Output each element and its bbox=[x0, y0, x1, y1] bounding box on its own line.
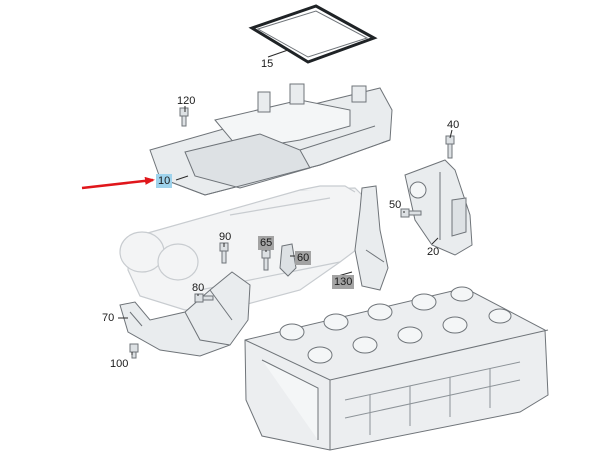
bolt-40 bbox=[445, 135, 455, 159]
callout-15: 15 bbox=[261, 58, 274, 70]
callout-60: 60 bbox=[295, 251, 312, 265]
cylinder-head bbox=[244, 286, 549, 451]
intake-manifold-ghost bbox=[119, 185, 381, 311]
callout-100: 100 bbox=[110, 358, 129, 370]
bolt-120 bbox=[179, 107, 189, 127]
callout-40: 40 bbox=[447, 119, 460, 131]
callout-90: 90 bbox=[219, 231, 232, 243]
bolt-80 bbox=[194, 293, 214, 303]
bolt-100 bbox=[129, 343, 139, 359]
callout-10: 10 bbox=[156, 174, 173, 188]
callout-65: 65 bbox=[258, 236, 275, 250]
callout-50: 50 bbox=[389, 199, 402, 211]
bolt-50 bbox=[400, 208, 422, 218]
red-arrow-icon bbox=[81, 176, 155, 190]
callout-20: 20 bbox=[427, 246, 440, 258]
clip-60 bbox=[279, 243, 297, 277]
bracket-70 bbox=[119, 271, 251, 357]
bracket-20 bbox=[404, 159, 473, 256]
callout-70: 70 bbox=[102, 312, 115, 324]
callout-130: 130 bbox=[332, 275, 355, 289]
callout-80: 80 bbox=[192, 282, 205, 294]
callout-120: 120 bbox=[177, 95, 196, 107]
bracket-130 bbox=[354, 185, 389, 291]
seal-ring bbox=[248, 4, 378, 64]
manifold-cover bbox=[149, 83, 393, 196]
leader-lines bbox=[118, 49, 453, 355]
